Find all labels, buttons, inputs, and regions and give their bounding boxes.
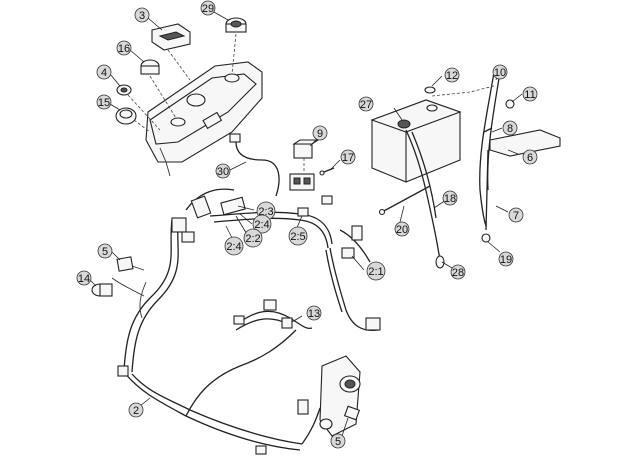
svg-text:2: 2 — [133, 405, 139, 417]
callout-2-2: 2:2 — [243, 228, 263, 248]
relay-block — [289, 158, 315, 191]
part-17-screw — [319, 167, 335, 176]
svg-text:2:5: 2:5 — [290, 231, 305, 243]
callout-10: 10 — [492, 64, 508, 80]
callout-29: 29 — [200, 0, 216, 16]
svg-text:2:2: 2:2 — [245, 233, 260, 245]
svg-text:5: 5 — [335, 436, 341, 448]
callout-30: 30 — [215, 163, 231, 179]
part-4-switch — [116, 84, 161, 131]
callout-9: 9 — [312, 125, 328, 141]
callout-2: 2 — [128, 402, 144, 418]
part-16-switch — [140, 59, 177, 119]
svg-text:27: 27 — [360, 99, 372, 111]
callout-6: 6 — [522, 149, 538, 165]
callout-2-1: 2:1 — [366, 261, 386, 281]
part-9-relay — [292, 139, 320, 159]
svg-text:18: 18 — [444, 193, 456, 205]
callout-17: 17 — [340, 149, 356, 165]
callout-27: 27 — [358, 96, 374, 112]
part-29-switch — [225, 17, 247, 75]
callout-20: 20 — [394, 221, 410, 237]
svg-text:7: 7 — [513, 210, 519, 222]
svg-text:30: 30 — [217, 166, 229, 178]
svg-text:16: 16 — [118, 43, 130, 55]
part-12-nut — [424, 86, 436, 94]
battery-hold-down — [431, 66, 561, 243]
part-15-knob — [115, 107, 151, 133]
callouts: 3 29 16 4 15 30 9 17 — [76, 0, 538, 449]
svg-text:12: 12 — [446, 70, 458, 82]
callout-16: 16 — [116, 40, 132, 56]
svg-text:11: 11 — [524, 89, 535, 101]
callout-12: 12 — [444, 67, 460, 83]
callout-5-lower: 5 — [330, 433, 346, 449]
svg-text:29: 29 — [202, 3, 214, 15]
callout-19: 19 — [498, 251, 514, 267]
svg-text:2:1: 2:1 — [368, 266, 383, 278]
svg-text:3: 3 — [139, 10, 145, 22]
svg-text:19: 19 — [500, 254, 512, 266]
svg-text:17: 17 — [342, 152, 354, 164]
svg-text:2:4: 2:4 — [226, 241, 241, 253]
callout-5-upper: 5 — [97, 243, 113, 259]
svg-text:28: 28 — [452, 267, 464, 279]
callout-11: 11 — [522, 86, 538, 102]
part-30-cable — [229, 133, 280, 197]
callout-13: 13 — [306, 305, 322, 321]
svg-text:6: 6 — [527, 152, 533, 164]
callout-2-5: 2:5 — [288, 226, 308, 246]
svg-text:10: 10 — [494, 67, 506, 79]
callout-7: 7 — [508, 207, 524, 223]
callout-14: 14 — [76, 270, 92, 286]
seat-switch-assembly — [297, 355, 361, 437]
part-2-main-harness — [111, 188, 379, 451]
part-5-connector-lower — [343, 405, 361, 421]
harness-end-connector — [117, 365, 267, 455]
harness-connectors-upper — [171, 195, 381, 331]
part-5-connector-upper — [116, 256, 145, 272]
svg-text:14: 14 — [78, 273, 90, 285]
callout-18: 18 — [442, 190, 458, 206]
svg-text:8: 8 — [507, 123, 513, 135]
svg-text:9: 9 — [317, 128, 323, 140]
part-3-switch — [151, 23, 191, 81]
svg-text:2:4: 2:4 — [254, 219, 269, 231]
svg-text:15: 15 — [98, 97, 110, 109]
svg-text:5: 5 — [102, 246, 108, 258]
svg-text:20: 20 — [396, 224, 408, 236]
svg-text:4: 4 — [101, 67, 107, 79]
part-14-connector — [91, 283, 113, 297]
part-18-cable — [405, 129, 445, 269]
callout-3: 3 — [134, 7, 150, 23]
callout-15: 15 — [96, 94, 112, 110]
part-20-bolt — [378, 185, 431, 216]
callout-2-4b: 2:4 — [224, 236, 244, 256]
control-panel — [145, 61, 263, 177]
part-13-sub-harness — [233, 299, 313, 331]
callout-4: 4 — [96, 64, 112, 80]
callout-2-4a: 2:4 — [252, 214, 272, 234]
callout-28: 28 — [450, 264, 466, 280]
callout-8: 8 — [502, 120, 518, 136]
svg-text:13: 13 — [308, 308, 320, 320]
